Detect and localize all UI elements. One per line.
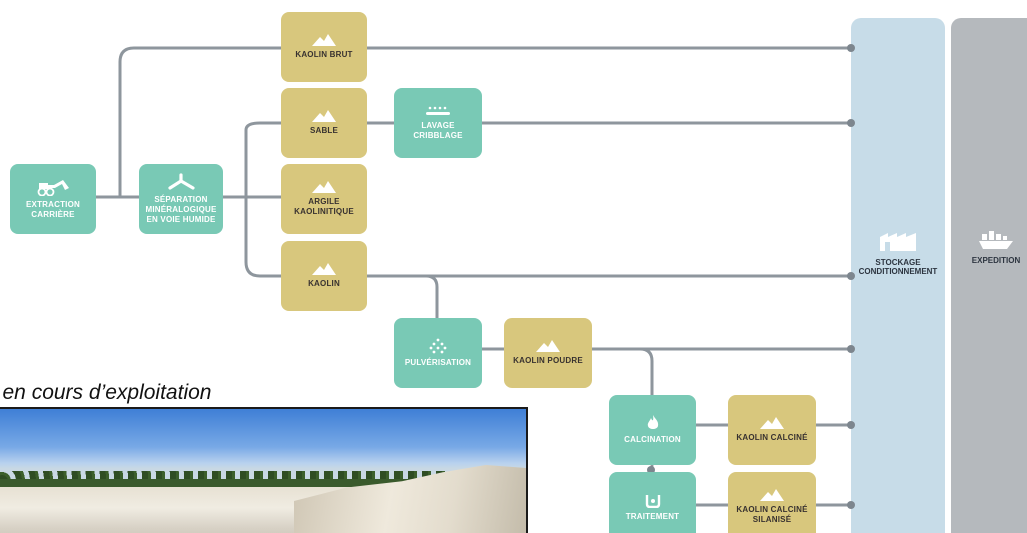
connector-dot bbox=[847, 44, 855, 52]
separation-icon bbox=[168, 173, 195, 190]
treatment-icon bbox=[645, 495, 660, 508]
connector-dot bbox=[847, 345, 855, 353]
mountain-icon bbox=[312, 110, 336, 122]
kaolin-label: KAOLIN bbox=[308, 279, 340, 288]
lavage-cribblage-node: LAVAGE CRIBBLAGE bbox=[394, 88, 482, 158]
kaolin-calcine-silanise-label: KAOLIN CALCINÉ SILANISÉ bbox=[736, 505, 808, 524]
calcination-label: CALCINATION bbox=[624, 435, 681, 444]
kaolin-calcine-node: KAOLIN CALCINÉ bbox=[728, 395, 816, 465]
excavator-icon bbox=[37, 180, 69, 196]
connector-dot bbox=[847, 421, 855, 429]
flame-icon bbox=[647, 415, 658, 429]
kaolin-calcine-silanise-node: KAOLIN CALCINÉ SILANISÉ bbox=[728, 472, 816, 533]
washing-icon bbox=[426, 106, 450, 115]
expedition-label: EXPEDITION bbox=[971, 256, 1021, 265]
kaolin-poudre-label: KAOLIN POUDRE bbox=[513, 356, 583, 365]
expedition-column: EXPEDITION bbox=[951, 18, 1027, 533]
quarry-photo bbox=[0, 407, 528, 533]
mountain-icon bbox=[312, 263, 336, 275]
kaolin-poudre-node: KAOLIN POUDRE bbox=[504, 318, 592, 388]
stockage-label: STOCKAGE CONDITIONNEMENT bbox=[858, 258, 938, 276]
kaolin-brut-label: KAOLIN BRUT bbox=[295, 50, 353, 59]
connector-poudre-calcination bbox=[589, 347, 654, 398]
sable-node: SABLE bbox=[281, 88, 367, 158]
mountain-icon bbox=[536, 340, 560, 352]
extraction-carriere-label: EXTRACTION CARRIÈRE bbox=[26, 200, 80, 219]
mountain-icon bbox=[760, 489, 784, 501]
kaolin-calcine-label: KAOLIN CALCINÉ bbox=[736, 433, 808, 442]
calcination-node: CALCINATION bbox=[609, 395, 696, 465]
connector-branch-trunk bbox=[244, 121, 284, 278]
argile-kaolinitique-label: ARGILE KAOLINITIQUE bbox=[294, 197, 354, 216]
connector-dot bbox=[847, 501, 855, 509]
kaolin-node: KAOLIN bbox=[281, 241, 367, 311]
separation-label: SÉPARATION MINÉRALOGIQUE EN VOIE HUMIDE bbox=[145, 195, 217, 224]
powder-icon bbox=[429, 338, 447, 354]
traitement-node: TRAITEMENT bbox=[609, 472, 696, 533]
mountain-icon bbox=[312, 34, 336, 46]
kaolin-brut-node: KAOLIN BRUT bbox=[281, 12, 367, 82]
connector-kaolin-pulverisation bbox=[364, 274, 439, 322]
warehouse-icon bbox=[880, 233, 916, 251]
lavage-cribblage-label: LAVAGE CRIBBLAGE bbox=[413, 121, 463, 140]
mountain-icon bbox=[760, 417, 784, 429]
connector-dot bbox=[847, 272, 855, 280]
photo-treeline bbox=[0, 479, 526, 489]
connector-dot bbox=[847, 119, 855, 127]
pulverisation-node: PULVÉRISATION bbox=[394, 318, 482, 388]
ship-icon bbox=[979, 231, 1013, 249]
traitement-label: TRAITEMENT bbox=[625, 512, 680, 521]
mountain-icon bbox=[312, 181, 336, 193]
stockage-column: STOCKAGE CONDITIONNEMENT bbox=[851, 18, 945, 533]
extraction-carriere-node: EXTRACTION CARRIÈRE bbox=[10, 164, 96, 234]
photo-caption: ur en cours d’exploitation bbox=[0, 381, 212, 404]
sable-label: SABLE bbox=[309, 126, 339, 135]
separation-node: SÉPARATION MINÉRALOGIQUE EN VOIE HUMIDE bbox=[139, 164, 223, 234]
pulverisation-label: PULVÉRISATION bbox=[404, 358, 472, 367]
argile-kaolinitique-node: ARGILE KAOLINITIQUE bbox=[281, 164, 367, 234]
connector-to-kaolin-brut bbox=[118, 46, 284, 199]
